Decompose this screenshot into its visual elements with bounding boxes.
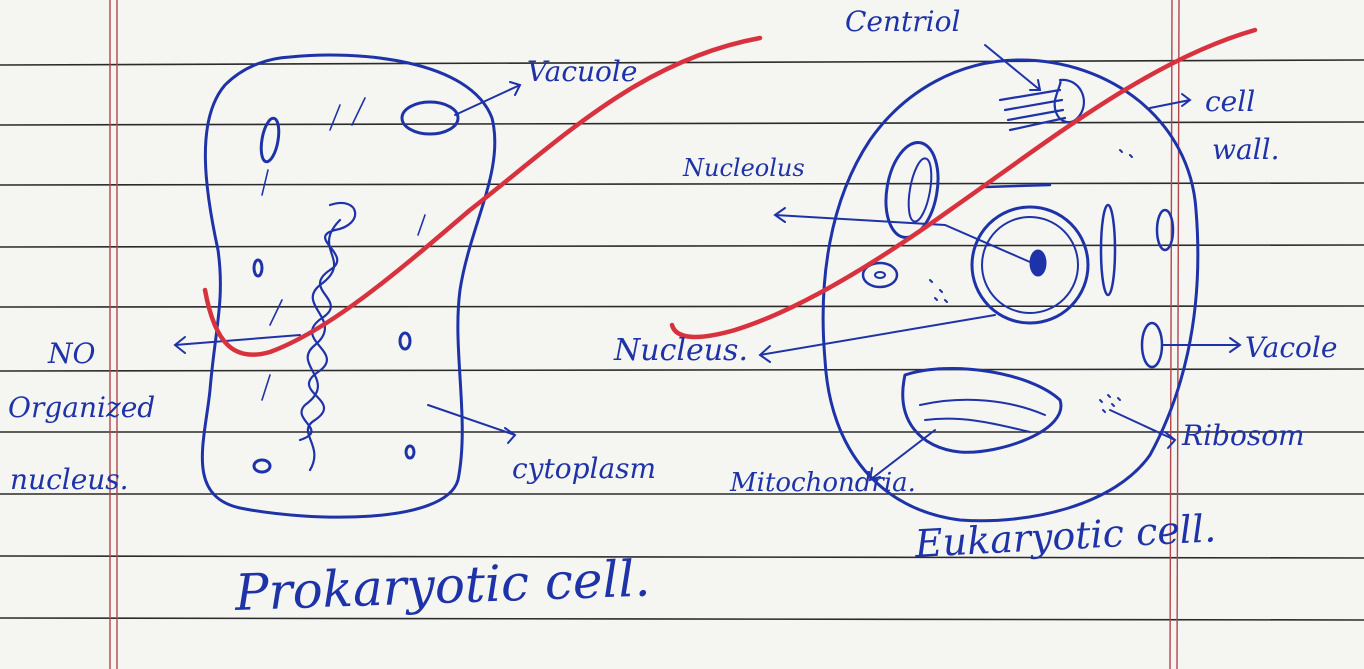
label-cell-wall-2: wall. (1212, 136, 1279, 164)
label-vacuole-top: Vacuole (527, 58, 637, 86)
label-nucleus: Nucleus. (614, 336, 748, 366)
label-no-organized-nucleus-2: Organized (8, 394, 155, 422)
label-ribosome: Ribosom (1182, 422, 1305, 450)
arrow-cell-wall (1150, 94, 1190, 108)
label-no-organized-nucleus-3: nucleus. (10, 466, 129, 494)
eukaryotic-cell (760, 45, 1240, 521)
vacuole-shape (402, 102, 458, 134)
label-centriole: Centriol (845, 8, 960, 36)
label-vacuole-right: Vacole (1245, 334, 1337, 362)
prokaryotic-title: Prokaryotic cell. (234, 554, 651, 618)
label-mitochondria: Mitochondria. (730, 470, 916, 496)
arrow-centriole (985, 45, 1040, 90)
nucleolus-shape (1031, 251, 1045, 275)
arrow-cytoplasm (428, 405, 515, 443)
vacuole-right-shape (1142, 323, 1162, 367)
arrow-ribosome (1110, 410, 1175, 448)
arrow-nucleus (760, 315, 995, 362)
label-nucleolus: Nucleolus (683, 156, 805, 180)
arrow-vacuole-right (1162, 338, 1240, 352)
nucleoid-dna (300, 203, 355, 470)
label-cell-wall-1: cell (1205, 88, 1255, 116)
label-cytoplasm: cytoplasm (512, 455, 656, 483)
label-no-organized-nucleus-1: NO (48, 340, 95, 368)
mitochondria-shape (903, 368, 1061, 452)
